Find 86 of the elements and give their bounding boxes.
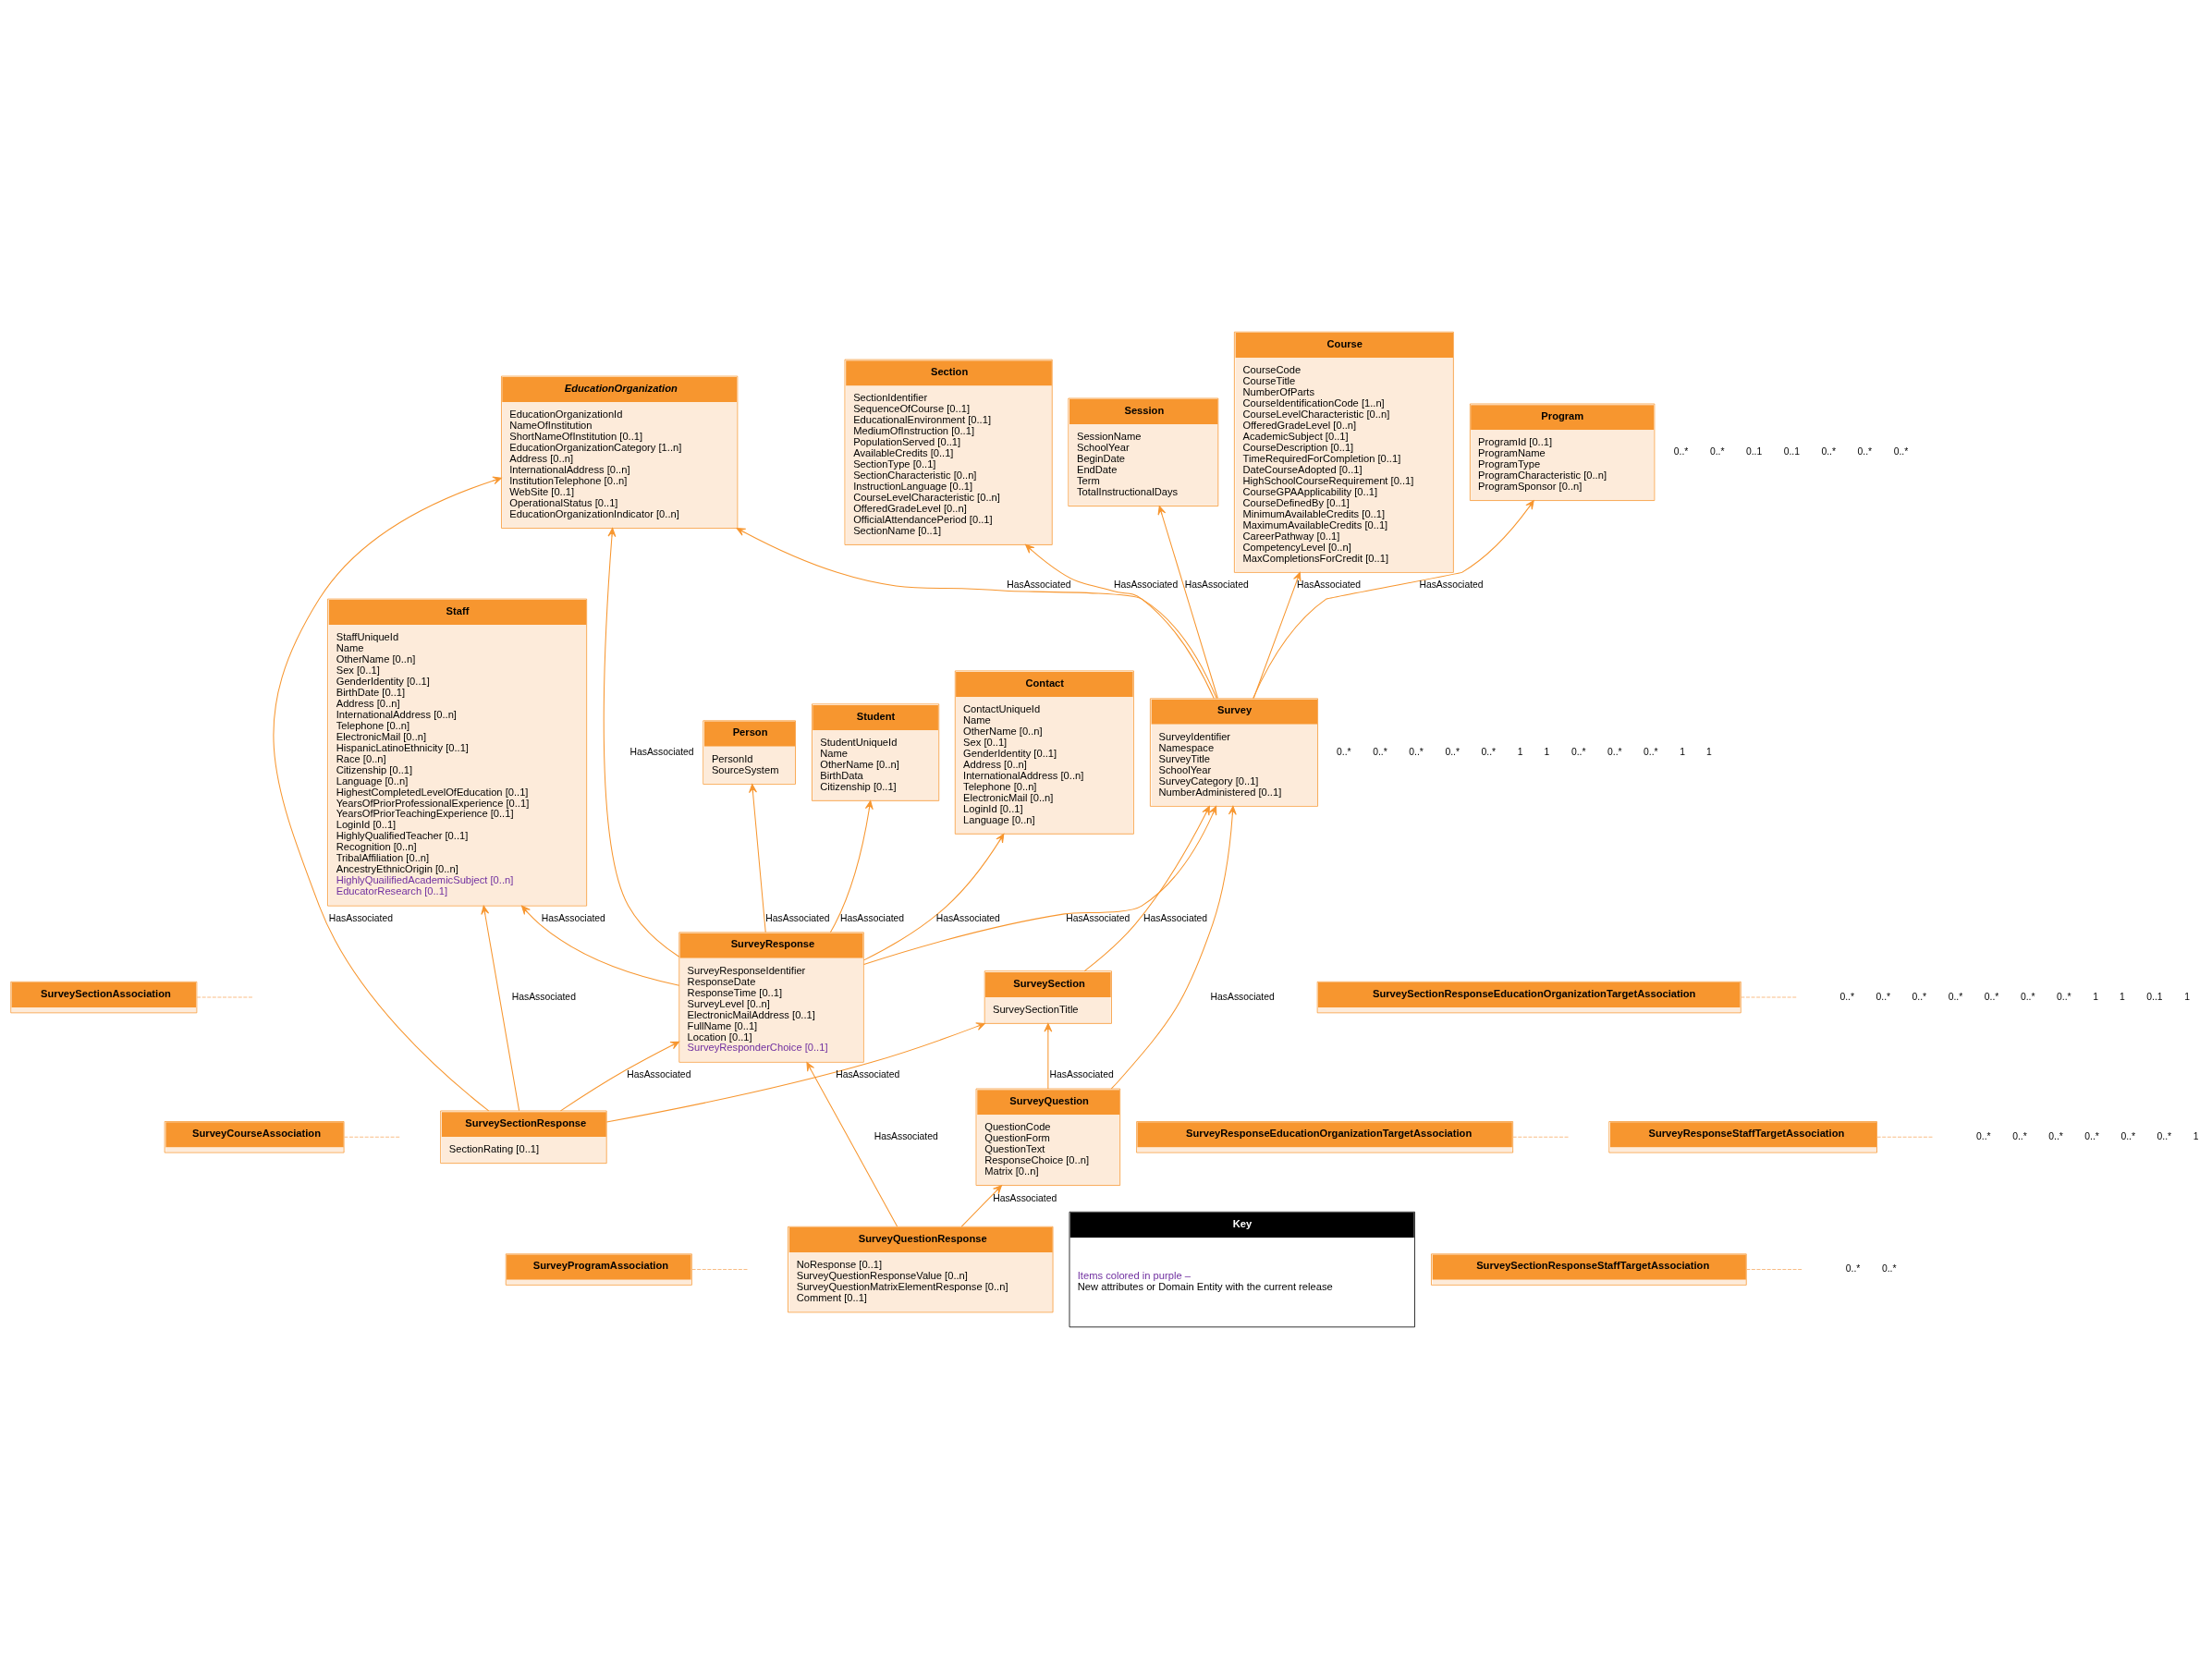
label: 0..* [1876,991,1891,1002]
label: 1 [1544,746,1550,757]
arrow [1044,1022,1053,1090]
arrow [1025,543,1215,700]
label: 1 [1517,746,1523,757]
arrow [960,1185,1002,1227]
edge-label: HasAssociated [839,913,905,924]
label: 0..* [1337,746,1351,757]
label: 0..* [1481,746,1497,757]
edge-label: HasAssociated [765,913,830,924]
edge-label: HasAssociated [1296,579,1362,591]
label: 0..* [1984,991,1999,1002]
edge-label: HasAssociated [1066,913,1130,924]
arrow [1253,500,1534,700]
label: 0..* [2020,991,2035,1002]
arrow [1083,806,1210,972]
connector [1512,1136,1570,1138]
edge-label: HasAssociated [836,1069,900,1080]
label: 0..* [2048,1131,2063,1142]
arrow [560,1041,680,1112]
label: 0..* [2157,1131,2172,1142]
edge-label: HasAssociated [541,913,605,924]
edge-label: HasAssociated [1114,579,1179,591]
connector [1745,1269,1803,1271]
arrow [806,1062,898,1227]
label: 0..* [1409,746,1424,757]
label: 0..* [1845,1263,1861,1275]
edge-label: HasAssociated [874,1131,938,1142]
edge-label: HasAssociated [1184,579,1249,591]
label: 0..* [1607,746,1622,757]
label: 0..* [1893,445,1909,457]
edge-label: HasAssociated [627,1069,691,1080]
arrow [749,784,766,933]
label: 0..* [1821,445,1836,457]
connector [691,1269,749,1271]
label: 0..* [2120,1131,2136,1142]
label: 1 [1706,746,1712,757]
label: 1 [2193,1131,2199,1142]
edge-label: HasAssociated [1143,913,1208,924]
arrow [605,1022,985,1123]
edge-label: HasAssociated [1210,991,1275,1002]
arrow [1110,805,1237,1090]
label: 0..* [1839,991,1854,1002]
label: 0..* [1976,1131,1991,1142]
arrow [603,528,680,958]
arrow [863,833,1005,961]
label: 0..1 [2146,991,2163,1002]
edge-label: HasAssociated [1419,579,1484,591]
connector [196,996,254,998]
label: 0..* [2057,991,2071,1002]
label: 1 [2119,991,2125,1002]
label: 0..* [2084,1131,2099,1142]
label: 1 [1680,746,1686,757]
arrow [863,805,1217,965]
edge-label: HasAssociated [629,746,694,757]
arrow [481,905,520,1112]
label: 0..* [1709,445,1725,457]
label: 0..* [1570,746,1586,757]
connector [343,1136,401,1138]
connector [1876,1136,1935,1138]
edge-label: HasAssociated [993,1192,1057,1203]
edge-label: HasAssociated [1049,1069,1114,1080]
arrow [1253,571,1302,700]
label: 0..* [1948,991,1963,1002]
connector [1740,996,1798,998]
label: 0..* [1373,746,1387,757]
label: 1 [2093,991,2099,1002]
edge-label: HasAssociated [1007,579,1071,591]
edge-label: HasAssociated [511,991,576,1002]
arrow [1157,506,1218,700]
label: 0..* [1644,746,1658,757]
arrow [521,905,680,986]
label: 0..* [1445,746,1460,757]
label: 0..1 [1745,445,1763,457]
arrow [273,476,502,1112]
label: 0..* [1857,445,1873,457]
label: 0..1 [1783,445,1800,457]
label: 0..* [1673,445,1689,457]
edge-label: HasAssociated [935,913,1000,924]
label: 0..* [1881,1263,1897,1275]
label: 0..* [1912,991,1927,1002]
arrow [736,528,1217,700]
arrow [829,800,874,933]
edge-label: HasAssociated [328,913,393,924]
label: 0..* [2012,1131,2027,1142]
label: 1 [2184,991,2190,1002]
